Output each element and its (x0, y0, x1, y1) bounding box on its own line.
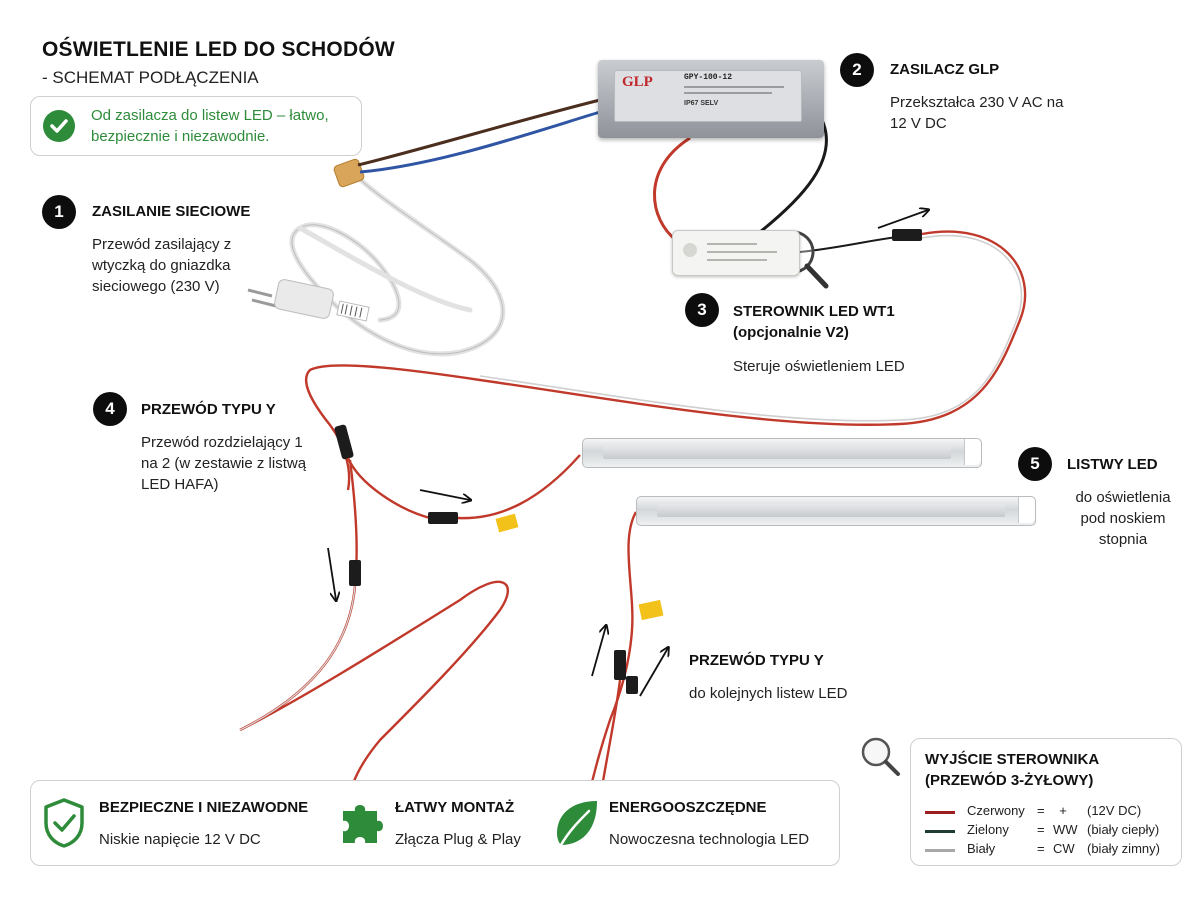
legend-title-line2: (PRZEWÓD 3-ŻYŁOWY) (925, 772, 1094, 789)
power-supply: GLP GPY-100-12 IP67 SELV (598, 60, 824, 138)
section-1-desc: Przewód zasilający z wtyczką do gniazdka… (92, 236, 232, 295)
white-swatch (925, 849, 955, 852)
direction-arrow (327, 547, 336, 600)
psu-spec-line (684, 92, 772, 94)
legend-extra: (biały zimny) (1087, 841, 1160, 856)
section-2-desc: Przekształca 230 V AC na 12 V DC (890, 94, 1064, 132)
warning-tag (495, 513, 519, 533)
warning-tag (638, 599, 664, 621)
direction-arrow (639, 648, 668, 697)
controller-label-line (707, 259, 767, 261)
leaf-icon (551, 797, 603, 856)
direction-arrow (591, 626, 606, 677)
led-strip-2 (636, 496, 1036, 526)
end-cap (1018, 497, 1035, 523)
legend-row: Czerwony = + (12V DC) (925, 803, 1175, 821)
puzzle-icon (335, 797, 387, 854)
connector-plug (428, 512, 458, 524)
feature-1-title: BEZPIECZNE I NIEZAWODNE (99, 799, 309, 816)
controller-button (683, 243, 697, 257)
step-badge-5: 5 (1018, 447, 1052, 481)
step-badge-1: 1 (42, 195, 76, 229)
legend-extra: (biały ciepły) (1087, 822, 1160, 837)
legend-row: Zielony = WW (biały ciepły) (925, 822, 1175, 840)
section-3-title: STEROWNIK LED WT1 (opcjonalnie V2) (733, 303, 895, 341)
controller-label-line (707, 251, 777, 253)
section-4-desc: Przewód rozdzielający 1 na 2 (w zestawie… (141, 434, 307, 493)
section-2-title: ZASILACZ GLP (890, 61, 1000, 78)
legend-row: Biały = CW (biały zimny) (925, 841, 1175, 859)
legend-extra: (12V DC) (1087, 803, 1142, 818)
section-5-desc: do oświetlenia pod noskiem stopnia (1075, 489, 1171, 548)
controller-output-legend: WYJŚCIE STEROWNIKA (PRZEWÓD 3-ŻYŁOWY) Cz… (910, 738, 1182, 866)
section-4-title: PRZEWÓD TYPU Y (141, 401, 276, 418)
led-controller (672, 230, 800, 276)
red-swatch (925, 811, 955, 814)
feature-3-desc: Nowoczesna technologia LED (609, 831, 810, 848)
page-subtitle: - SCHEMAT PODŁĄCZENIA (42, 68, 259, 87)
legend-name: Biały (967, 841, 996, 856)
psu-model: GPY-100-12 (684, 73, 733, 82)
legend-eq: = (1037, 803, 1045, 818)
info-note: Od zasilacza do listew LED – łatwo, bezp… (30, 96, 362, 156)
psu-rating: IP67 SELV (684, 100, 719, 107)
y-splitter (614, 650, 626, 680)
psu-logo: GLP (622, 74, 653, 90)
step-badge-3: 3 (685, 293, 719, 327)
legend-name: Czerwony (967, 803, 1025, 818)
connector-plug (349, 560, 361, 586)
end-cap (964, 439, 981, 465)
section-3-desc: Steruje oświetleniem LED (733, 358, 905, 375)
legend-eq: = (1037, 841, 1045, 856)
page-title: OŚWIETLENIE LED DO SCHODÓW (42, 38, 395, 61)
controller-label-line (707, 243, 757, 245)
magnifier-icon (861, 737, 900, 776)
step-badge-4: 4 (93, 392, 127, 426)
connector-plug (626, 676, 638, 694)
check-icon (43, 110, 75, 142)
legend-title-line1: WYJŚCIE STEROWNIKA (925, 751, 1100, 768)
y-splitter (334, 424, 354, 460)
led-strip-1 (582, 438, 982, 468)
legend-name: Zielony (967, 822, 1009, 837)
mains-cable (289, 167, 506, 357)
y-cable-2-desc: do kolejnych listew LED (689, 685, 848, 702)
y-cable-2-title: PRZEWÓD TYPU Y (689, 652, 824, 669)
psu-spec-line (684, 86, 784, 88)
legend-code: CW (1053, 841, 1075, 856)
green-swatch (925, 830, 955, 833)
connector-plug (892, 229, 922, 241)
features-panel: BEZPIECZNE I NIEZAWODNE Niskie napięcie … (30, 780, 840, 866)
psu-label (614, 70, 802, 122)
note-text: Od zasilacza do listew LED – łatwo, bezp… (91, 107, 329, 145)
section-1-title: ZASILANIE SIECIOWE (92, 203, 251, 220)
feature-2-desc: Złącza Plug & Play (395, 831, 521, 848)
step-badge-2: 2 (840, 53, 874, 87)
section-5-title: LISTWY LED (1067, 456, 1158, 473)
shield-check-icon (41, 797, 87, 854)
feature-3-title: ENERGOOSZCZĘDNE (609, 799, 767, 816)
feature-2-title: ŁATWY MONTAŻ (395, 799, 515, 816)
legend-title: WYJŚCIE STEROWNIKA (PRZEWÓD 3-ŻYŁOWY) (925, 749, 1099, 791)
feature-1-desc: Niskie napięcie 12 V DC (99, 831, 261, 848)
legend-code: + (1059, 803, 1067, 818)
plug-icon (247, 279, 370, 322)
terminal-connector (333, 158, 365, 188)
direction-arrow (877, 210, 928, 229)
legend-code: WW (1053, 822, 1078, 837)
legend-eq: = (1037, 822, 1045, 837)
direction-arrow (419, 489, 470, 500)
